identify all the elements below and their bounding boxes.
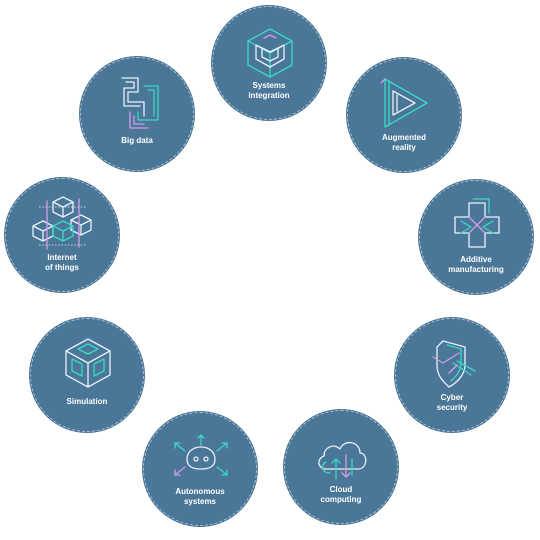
node-simulation: Simulation [30,318,144,432]
additive-manufacturing-icon [454,198,500,248]
augmented-reality-icon [380,78,428,128]
big-data-icon [121,77,159,129]
node-label: Big data [121,136,153,145]
systems-integration-icon [247,28,293,78]
autonomous-systems-icon [174,434,228,476]
cloud-computing-icon [318,442,367,480]
node-big-data: Big data [80,57,194,171]
simulation-icon [65,338,111,388]
cyber-security-icon [432,340,476,388]
node-label: Simulation [66,397,108,406]
internet-of-things-icon [32,196,92,250]
